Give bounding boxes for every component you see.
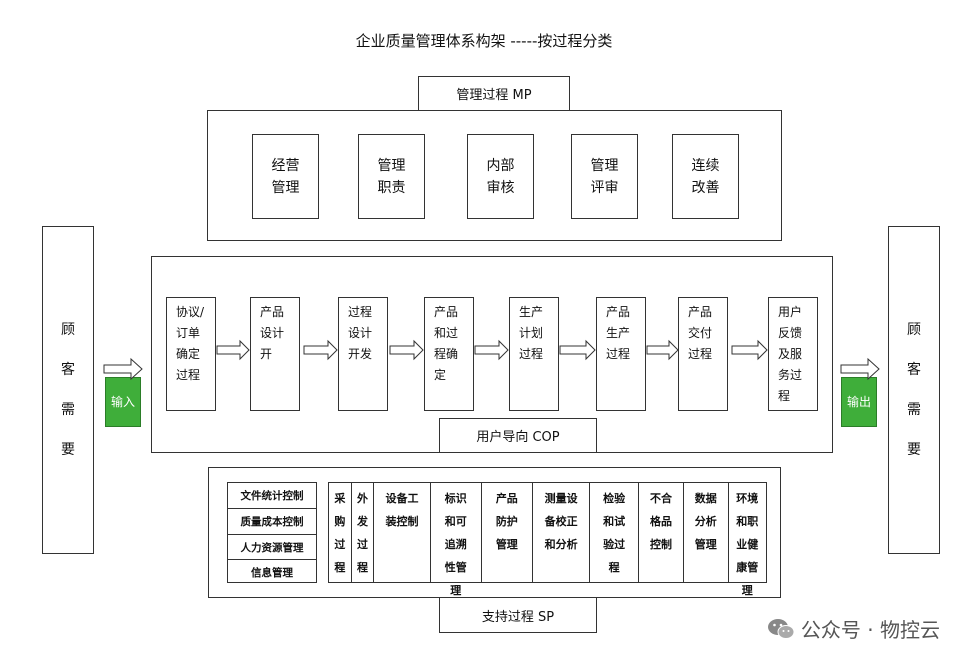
watermark: 公众号 · 物控云 [767,614,940,643]
customer-needs-left: 顾客需要 [42,226,94,554]
support-column: 环境和职业健康管理 [736,492,759,597]
support-column: 测量设备校正和分析 [533,483,591,582]
support-columns-table: 采购过程 外发过程 设备工装控制 标识和可追溯性管理 产品防护管理 测量设备校正… [328,482,767,597]
arrow-icon [474,339,509,361]
support-column: 不合格品控制 [639,483,685,582]
arrow-icon [559,339,596,361]
mp-item: 经营管理 [252,134,319,219]
mp-item: 管理职责 [358,134,425,219]
support-column: 数据分析管理 [684,483,729,582]
cop-step: 产品和过程确定 [424,297,474,411]
arrow-icon [731,339,768,361]
input-label: 输入 [105,377,141,427]
support-column: 设备工装控制 [374,483,431,582]
cop-step: 过程设计开发 [338,297,388,411]
arrow-icon [646,339,679,361]
watermark-text: 公众号 · 物控云 [800,618,940,642]
cop-step: 生产计划过程 [509,297,559,411]
mp-item: 管理评审 [571,134,638,219]
cop-step: 协议/订单确定过程 [166,297,216,411]
output-label: 输出 [841,377,877,427]
cop-step: 产品生产过程 [596,297,646,411]
support-process-label: 支持过程 SP [439,597,597,633]
arrow-icon [216,339,250,361]
support-left-item: 人力资源管理 [228,535,316,560]
cop-step: 产品交付过程 [678,297,728,411]
arrow-icon [840,357,880,381]
arrow-icon [389,339,424,361]
support-left-item: 质量成本控制 [228,509,316,535]
support-column: 检验和试验过程 [590,483,639,582]
wechat-icon [767,618,795,639]
customer-needs-right: 顾客需要 [888,226,940,554]
arrow-icon [303,339,338,361]
cop-step: 产品设计开 [250,297,300,411]
cop-step: 用户反馈及服务过程 [768,297,818,411]
support-left-item: 信息管理 [251,567,293,579]
support-column: 标识和可追溯性管理 [431,483,482,597]
support-column: 产品防护管理 [482,483,533,582]
support-left-table: 文件统计控制 质量成本控制 人力资源管理 信息管理 [227,482,317,583]
arrow-icon [103,357,143,381]
support-left-item: 文件统计控制 [228,483,316,509]
support-column: 采购过程 [329,483,352,582]
mp-item: 连续改善 [672,134,739,219]
diagram-title: 企业质量管理体系构架 -----按过程分类 [355,32,613,50]
support-column: 外发过程 [352,483,375,582]
mp-item: 内部审核 [467,134,534,219]
core-process-label: 用户导向 COP [439,418,597,453]
